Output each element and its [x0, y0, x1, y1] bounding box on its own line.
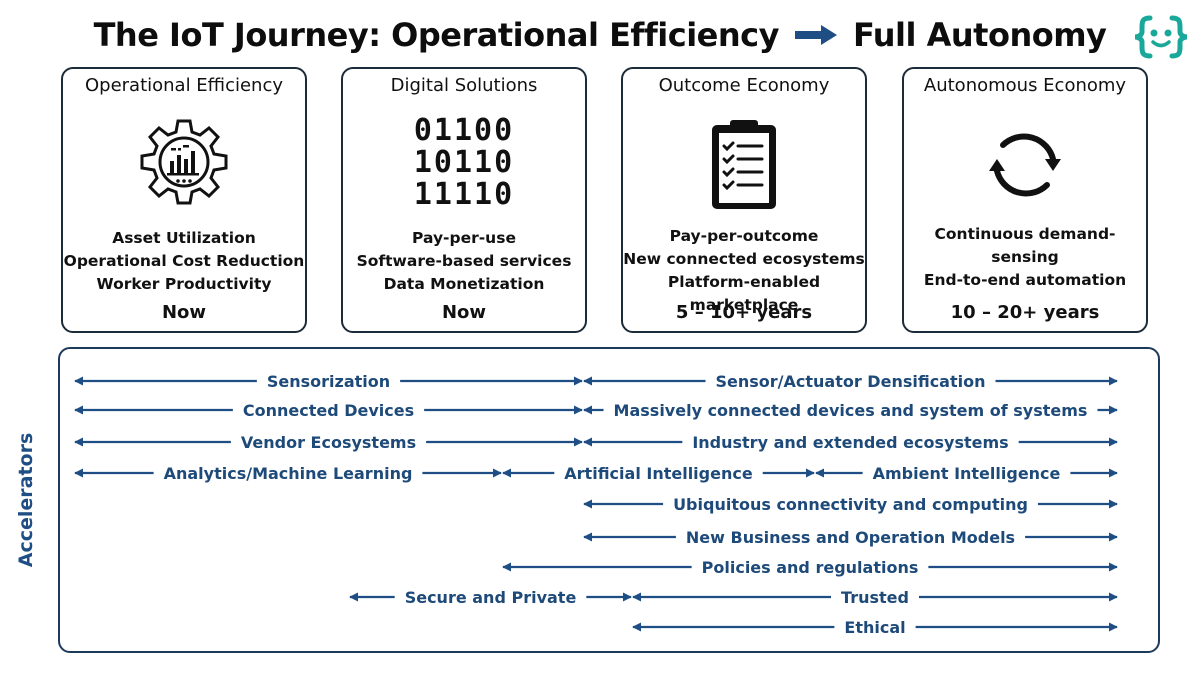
accelerator-label: Industry and extended ecosystems [692, 433, 1008, 452]
stage-card-outcome-economy: Outcome Economy Pay-per-outcome New conn… [621, 67, 867, 333]
stage-benefits: Asset Utilization Operational Cost Reduc… [63, 227, 305, 296]
stage-benefits: Pay-per-outcome New connected ecosystems… [623, 225, 865, 317]
accelerator-label: Artificial Intelligence [564, 464, 753, 483]
benefit-line: Pay-per-use [412, 229, 516, 247]
clipboard-checklist-icon [712, 120, 776, 209]
title-left: The IoT Journey: Operational Efficiency [93, 16, 780, 54]
accelerator-label: Policies and regulations [702, 558, 919, 577]
binary-row: 11110 [413, 177, 515, 212]
benefit-line: Asset Utilization [112, 229, 256, 247]
stage-card-autonomous-economy: Autonomous Economy Continuous demand-sen… [902, 67, 1148, 333]
stage-title: Outcome Economy [658, 75, 830, 96]
binary-row: 01100 [413, 113, 515, 148]
accelerator-label: Connected Devices [243, 401, 414, 420]
stage-timeframe: Now [161, 302, 207, 323]
benefit-line: Software-based services [356, 252, 572, 270]
page-title: The IoT Journey: Operational Efficiency … [0, 10, 1200, 60]
stage-title: Operational Efficiency [84, 75, 284, 96]
benefit-line: Platform-enabled marketplace [667, 273, 821, 314]
benefit-line: End-to-end automation [923, 271, 1127, 289]
brand-logo-icon [1134, 15, 1188, 59]
accelerator-label: Sensor/Actuator Densification [715, 372, 985, 391]
accelerators-panel [58, 347, 1160, 653]
stage-benefits: Continuous demand-sensing End-to-end aut… [904, 223, 1146, 292]
binary-code-icon: 01100 10110 11110 [343, 115, 585, 211]
cycle-arrows-icon [989, 133, 1061, 197]
title-right: Full Autonomy [852, 16, 1107, 54]
benefit-line: Pay-per-outcome [669, 227, 819, 245]
benefit-line: Continuous demand-sensing [934, 225, 1116, 266]
accelerator-label: Massively connected devices and system o… [614, 401, 1088, 420]
binary-row: 10110 [413, 145, 515, 180]
stage-title: Autonomous Economy [923, 75, 1127, 96]
stage-timeframe: 10 – 20+ years [950, 302, 1100, 323]
stage-title: Digital Solutions [390, 75, 538, 96]
stage-card-digital-solutions: Digital Solutions 01100 10110 11110 Pay-… [341, 67, 587, 333]
benefit-line: Worker Productivity [96, 275, 272, 293]
benefit-line: Data Monetization [383, 275, 545, 293]
accelerator-label: Sensorization [267, 372, 390, 391]
accelerator-label: New Business and Operation Models [686, 528, 1015, 547]
arrow-right-icon [794, 25, 837, 45]
stage-timeframe: Now [441, 302, 487, 323]
stage-timeframe: 5 – 10+ years [675, 302, 813, 323]
accelerator-label: Vendor Ecosystems [241, 433, 416, 452]
accelerator-label: Ubiquitous connectivity and computing [673, 495, 1028, 514]
stage-card-operational-efficiency: Operational Efficiency Asset Utilization… [61, 67, 307, 333]
accelerator-label: Secure and Private [405, 588, 577, 607]
gear-chart-icon [140, 119, 228, 205]
benefit-line: New connected ecosystems [623, 250, 865, 268]
accelerator-label: Trusted [841, 588, 909, 607]
stage-benefits: Pay-per-use Software-based services Data… [343, 227, 585, 296]
accelerator-label: Ambient Intelligence [873, 464, 1061, 483]
accelerator-label: Analytics/Machine Learning [164, 464, 413, 483]
accelerator-label: Ethical [844, 618, 905, 637]
benefit-line: Operational Cost Reduction [63, 252, 305, 270]
